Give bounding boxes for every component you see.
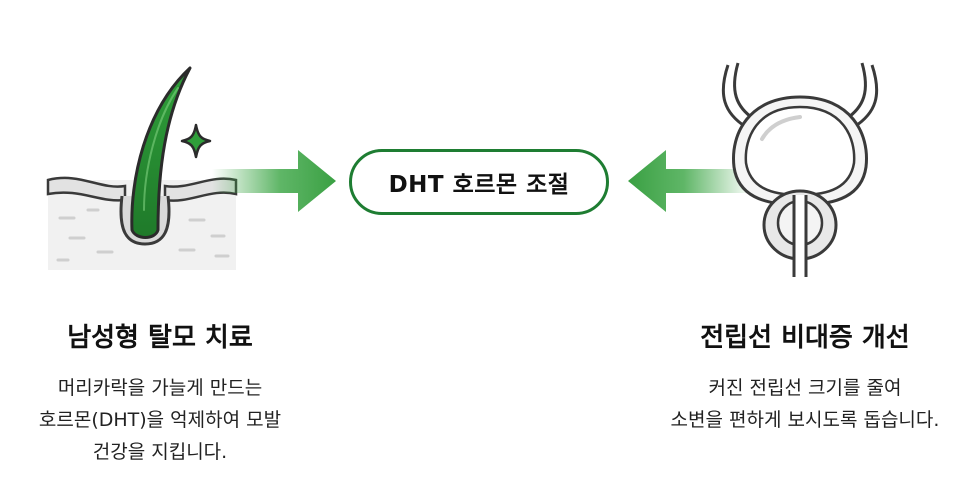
right-desc-line: 커진 전립선 크기를 줄여 [708,377,902,399]
left-desc-line: 건강을 지킵니다. [92,441,228,463]
left-caption: 남성형 탈모 치료 머리카락을 가늘게 만드는 호르몬(DHT)을 억제하여 모… [10,317,310,468]
left-desc-line: 호르몬(DHT)을 억제하여 모발 [38,409,282,431]
right-description: 커진 전립선 크기를 줄여 소변을 편하게 보시도록 돕습니다. [640,372,970,436]
left-description: 머리카락을 가늘게 만드는 호르몬(DHT)을 억제하여 모발 건강을 지킵니다… [10,372,310,468]
prostate-bladder-icon [721,62,879,277]
center-label: DHT 호르몬 조절 [388,172,570,198]
right-title: 전립선 비대증 개선 [700,323,910,353]
center-label-pill: DHT 호르몬 조절 [349,149,609,215]
left-title: 남성형 탈모 치료 [67,323,253,353]
right-desc-line: 소변을 편하게 보시도록 돕습니다. [670,409,940,431]
arrow-right-icon [212,150,336,212]
arrow-left-icon [628,150,752,212]
sparkle-icon [180,123,212,159]
right-caption: 전립선 비대증 개선 커진 전립선 크기를 줄여 소변을 편하게 보시도록 돕습… [640,317,970,436]
left-desc-line: 머리카락을 가늘게 만드는 [57,377,263,399]
